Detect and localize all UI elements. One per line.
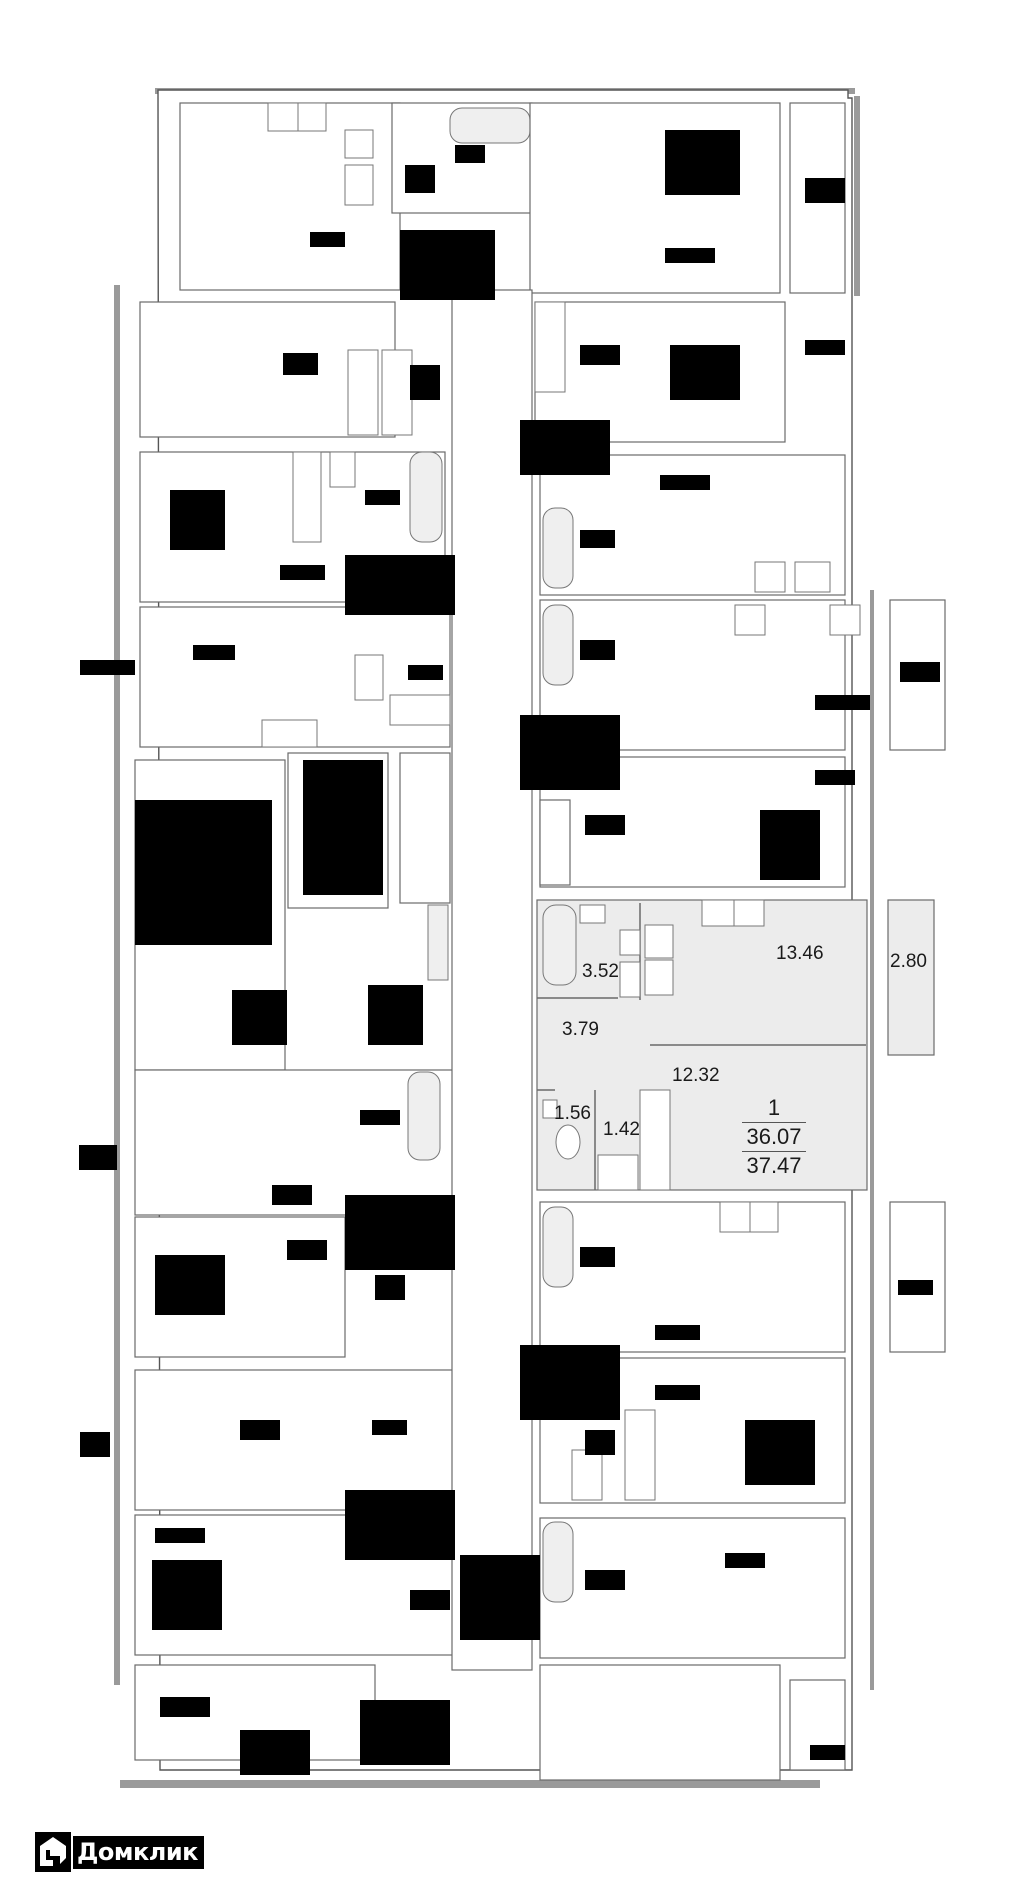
balcony-area-label: 2.80 [890,951,927,972]
stove-icon [644,924,674,959]
left-units [79,102,593,1775]
shelves-icon [597,1154,639,1191]
closet-area-label: 1.42 [603,1119,640,1140]
total-area: 37.47 [746,1153,802,1178]
domclick-logo[interactable]: Домклик [35,1832,204,1872]
cooktop-icon [701,899,735,927]
sink-icon [579,904,606,924]
fridge-icon [733,899,765,927]
unit-left-7 [134,1369,456,1511]
wardrobe-icon [639,1089,671,1191]
balcony [887,899,935,1056]
washer-icon [619,929,641,956]
kitchen-living-area-label: 13.46 [776,943,824,964]
house-logo-icon [35,1832,71,1872]
unit-right-1 [529,102,781,294]
toilet-icon [555,1124,581,1160]
bathroom-area-label: 3.52 [582,961,619,982]
kitchen-sink-icon [644,959,674,996]
stairs-redacted [135,800,272,945]
rooms-count: 1 [767,1095,781,1120]
bathtub-icon [542,904,577,986]
logo-text: Домклик [73,1835,204,1869]
highlighted-apartment[interactable] [536,899,935,1191]
bedroom-area-label: 12.32 [672,1065,720,1086]
corridor [345,230,620,1765]
unit-right-9 [539,1664,781,1781]
apartment-summary: 1 36.07 37.47 [742,1097,806,1177]
divider [742,1151,806,1152]
divider [742,1122,806,1123]
right-units [468,102,946,1781]
toilet-area-label: 1.56 [554,1103,591,1124]
living-area: 36.07 [746,1124,802,1149]
hall-area-label: 3.79 [562,1019,599,1040]
